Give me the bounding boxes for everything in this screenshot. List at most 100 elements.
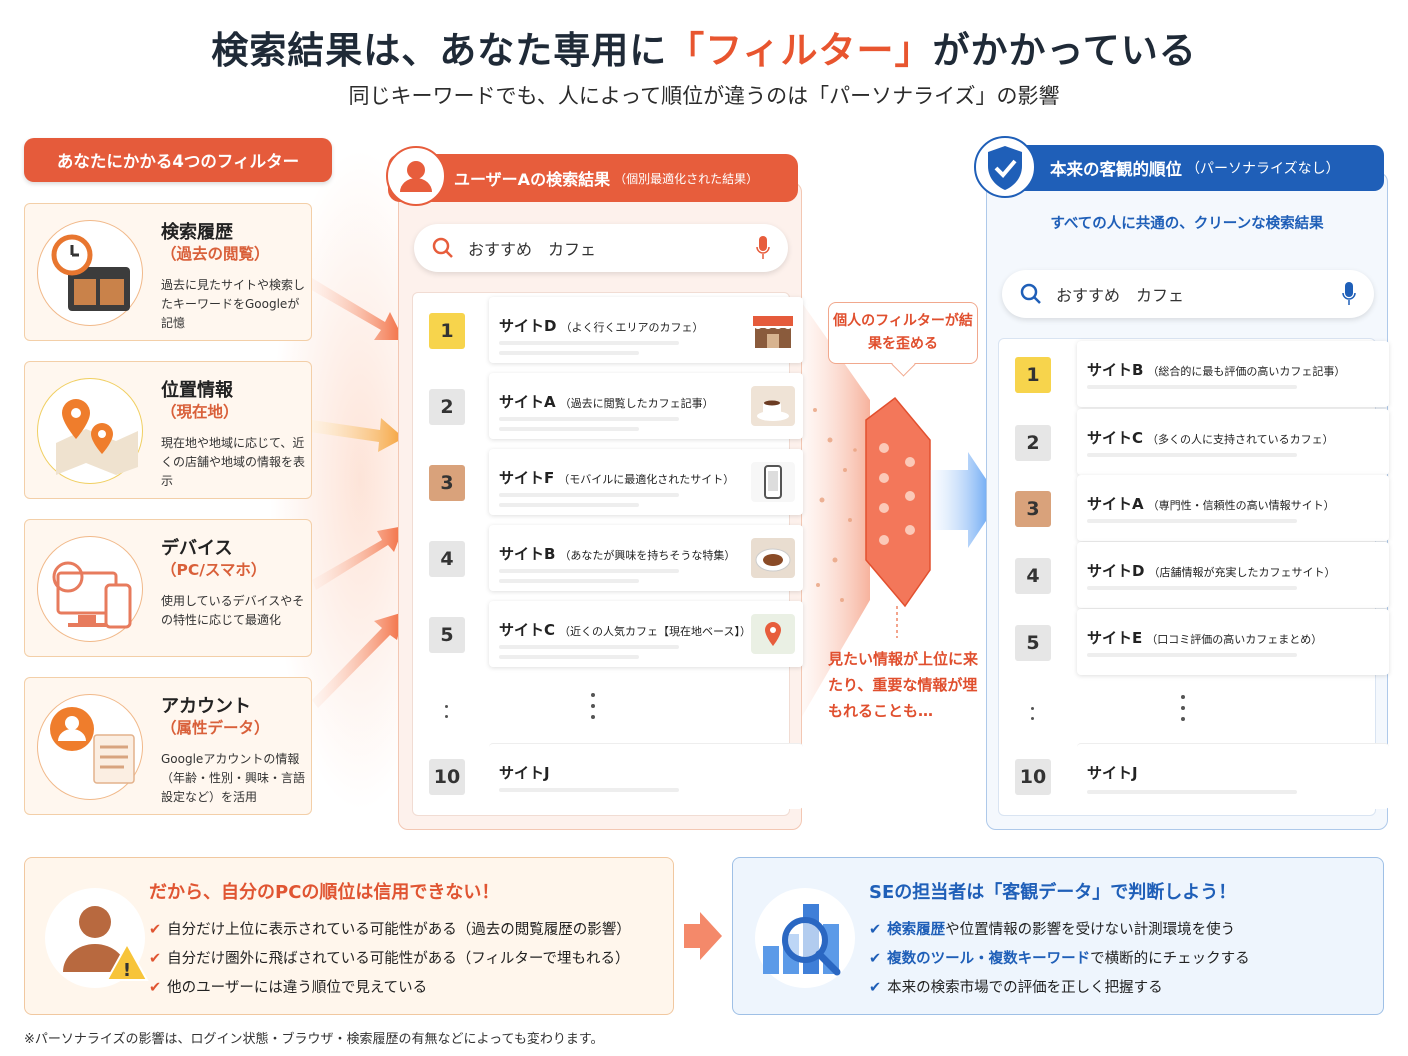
filter-card-device: デバイス （PC/スマホ） 使用しているデバイスやその特性に応じて最適化 — [24, 519, 312, 657]
check-item: ✔複数のツール・複数キーワードで横断的にチェックする — [869, 951, 1250, 967]
advice-box: SEの担当者は「客観データ」で判断しよう！ ✔検索履歴や位置情報の影響を受けない… — [732, 857, 1384, 1015]
result-card[interactable]: サイトB（あなたが興味を持ちそうな特集） — [489, 525, 803, 591]
result-title: サイトJ — [1087, 764, 1138, 782]
user-profile-icon — [37, 694, 143, 800]
check-item: ✔他のユーザーには違う順位で見えている — [149, 980, 428, 996]
filter-subtitle: （過去の閲覧） — [161, 245, 270, 263]
search-query: おすすめ カフェ — [1056, 286, 1185, 305]
user-a-heading: ユーザーAの検索結果（個別最適化された結果） — [388, 154, 798, 202]
result-card[interactable]: サイトD（店舗情報が充実したカフェサイト） — [1077, 542, 1389, 608]
check-item: ✔自分だけ上位に表示されている可能性がある（過去の閲覧履歴の影響） — [149, 922, 631, 938]
rank-badge: 5 — [1015, 625, 1051, 661]
mic-icon[interactable] — [1342, 282, 1356, 306]
devices-icon — [37, 536, 143, 642]
filter-description: 使用しているデバイスやその特性に応じて最適化 — [161, 594, 305, 627]
filter-description: 過去に見たサイトや検索したキーワードをGoogleが記憶 — [161, 278, 306, 330]
search-query: おすすめ カフェ — [468, 240, 597, 259]
result-title: サイトB（あなたが興味を持ちそうな特集） — [499, 545, 736, 563]
user-a-result-list: 1 サイトD（よく行くエリアのカフェ） 2 サイトA（過去に閲覧したカフェ記事）… — [412, 292, 803, 816]
arrow-clean — [930, 452, 1000, 548]
ellipsis — [1031, 707, 1035, 737]
rank-badge: 10 — [1015, 759, 1051, 795]
result-title: サイトD（よく行くエリアのカフェ） — [499, 317, 704, 335]
rank-badge: 1 — [429, 313, 465, 349]
smartphone-icon — [751, 462, 795, 502]
warning-user-icon: ! — [45, 888, 149, 988]
page-subtitle: 同じキーワードでも、人によって順位が違うのは「パーソナライズ」の影響 — [348, 84, 1060, 108]
search-icon — [1020, 283, 1041, 304]
ellipsis — [1181, 695, 1185, 725]
result-row[interactable]: 3 サイトA（専門性・信頼性の高い情報サイト） — [1015, 475, 1389, 541]
ellipsis — [591, 693, 595, 723]
filter-description: 現在地や地域に応じて、近くの店舗や地域の情報を表示 — [161, 436, 306, 488]
check-item: ✔本来の検索市場での評価を正しく把握する — [869, 980, 1163, 996]
analytics-magnifier-icon — [755, 888, 855, 988]
result-row[interactable]: 10 サイトJ — [429, 743, 803, 809]
arrow-device — [312, 526, 404, 590]
map-pin-icon — [37, 378, 143, 484]
search-bar-objective[interactable]: おすすめ カフェ — [1002, 270, 1374, 318]
footnote: ※パーソナライズの影響は、ログイン状態・ブラウザ・検索履歴の有無などによっても変… — [24, 1032, 604, 1047]
result-card[interactable]: サイトB（総合的に最も評価の高いカフェ記事） — [1077, 341, 1389, 407]
filter-subtitle: （現在地） — [161, 403, 239, 421]
rank-badge: 4 — [429, 541, 465, 577]
result-row[interactable]: 5 サイトE（口コミ評価の高いカフェまとめ） — [1015, 609, 1389, 675]
coffee-cup-icon — [751, 386, 795, 426]
result-card[interactable]: サイトA（専門性・信頼性の高い情報サイト） — [1077, 475, 1389, 541]
filter-title: 位置情報 — [161, 380, 233, 401]
search-bar-user-a[interactable]: おすすめ カフェ — [414, 224, 788, 272]
result-row[interactable]: 4 サイトB（あなたが興味を持ちそうな特集） — [429, 525, 803, 591]
rank-badge: 1 — [1015, 357, 1051, 393]
result-title: サイトC（近くの人気カフェ【現在地ベース】） — [499, 621, 751, 639]
map-icon — [751, 614, 795, 654]
result-row[interactable]: 10 サイトJ — [1015, 743, 1389, 809]
objective-heading: 本来の客観的順位（パーソナライズなし） — [986, 145, 1384, 191]
filter-title: アカウント — [161, 696, 251, 717]
rank-badge: 10 — [429, 759, 465, 795]
rank-badge: 5 — [429, 617, 465, 653]
result-card[interactable]: サイトF（モバイルに最適化されたサイト） — [489, 449, 803, 515]
advice-heading: SEの担当者は「客観データ」で判断しよう！ — [869, 882, 1237, 903]
filter-subtitle: （PC/スマホ） — [161, 561, 267, 579]
search-icon — [432, 237, 453, 258]
filter-description: Googleアカウントの情報（年齢・性別・興味・言語設定など）を活用 — [161, 752, 306, 804]
check-item: ✔検索履歴や位置情報の影響を受けない計測環境を使う — [869, 922, 1236, 938]
result-row[interactable]: 2 サイトA（過去に閲覧したカフェ記事） — [429, 373, 803, 439]
filter-card-account: アカウント （属性データ） Googleアカウントの情報（年齢・性別・興味・言語… — [24, 677, 312, 815]
result-card[interactable]: サイトE（口コミ評価の高いカフェまとめ） — [1077, 609, 1389, 675]
result-title: サイトF（モバイルに最適化されたサイト） — [499, 469, 735, 487]
filter-card-history: 検索履歴 （過去の閲覧） 過去に見たサイトや検索したキーワードをGoogleが記… — [24, 203, 312, 341]
rank-badge: 2 — [1015, 425, 1051, 461]
user-avatar-icon — [386, 146, 446, 206]
svg-text:!: ! — [123, 960, 131, 981]
result-row[interactable]: 2 サイトC（多くの人に支持されているカフェ） — [1015, 409, 1389, 475]
food-plate-icon — [751, 538, 795, 578]
result-card[interactable]: サイトA（過去に閲覧したカフェ記事） — [489, 373, 803, 439]
result-card[interactable]: サイトC（多くの人に支持されているカフェ） — [1077, 409, 1389, 475]
filter-title: デバイス — [161, 538, 233, 559]
page-title: 検索結果は、あなた専用に「フィルター」がかかっている — [211, 29, 1197, 72]
ellipsis — [445, 705, 449, 735]
result-row[interactable]: 1 サイトB（総合的に最も評価の高いカフェ記事） — [1015, 341, 1389, 407]
result-card[interactable]: サイトD（よく行くエリアのカフェ） — [489, 297, 803, 363]
result-card[interactable]: サイトJ — [489, 743, 803, 809]
result-title: サイトC（多くの人に支持されているカフェ） — [1087, 429, 1334, 447]
browser-history-icon — [37, 220, 143, 326]
mic-icon[interactable] — [756, 236, 770, 260]
arrow-bottom — [684, 912, 722, 960]
result-title: サイトB（総合的に最も評価の高いカフェ記事） — [1087, 361, 1346, 379]
rank-badge: 2 — [429, 389, 465, 425]
result-row[interactable]: 5 サイトC（近くの人気カフェ【現在地ベース】） — [429, 601, 803, 667]
result-card[interactable]: サイトJ — [1077, 743, 1389, 809]
filter-title: 検索履歴 — [161, 222, 233, 243]
arrow-location — [310, 418, 404, 452]
cone — [800, 300, 870, 720]
shield-check-icon — [974, 136, 1036, 198]
result-row[interactable]: 4 サイトD（店舗情報が充実したカフェサイト） — [1015, 542, 1389, 608]
result-card[interactable]: サイトC（近くの人気カフェ【現在地ベース】） — [489, 601, 803, 667]
arrow-history — [308, 278, 404, 340]
result-row[interactable]: 1 サイトD（よく行くエリアのカフェ） — [429, 297, 803, 363]
result-row[interactable]: 3 サイトF（モバイルに最適化されたサイト） — [429, 449, 803, 515]
filters-heading: あなたにかかる4つのフィルター — [24, 138, 332, 182]
check-item: ✔自分だけ圏外に飛ばされている可能性がある（フィルターで埋もれる） — [149, 951, 630, 967]
